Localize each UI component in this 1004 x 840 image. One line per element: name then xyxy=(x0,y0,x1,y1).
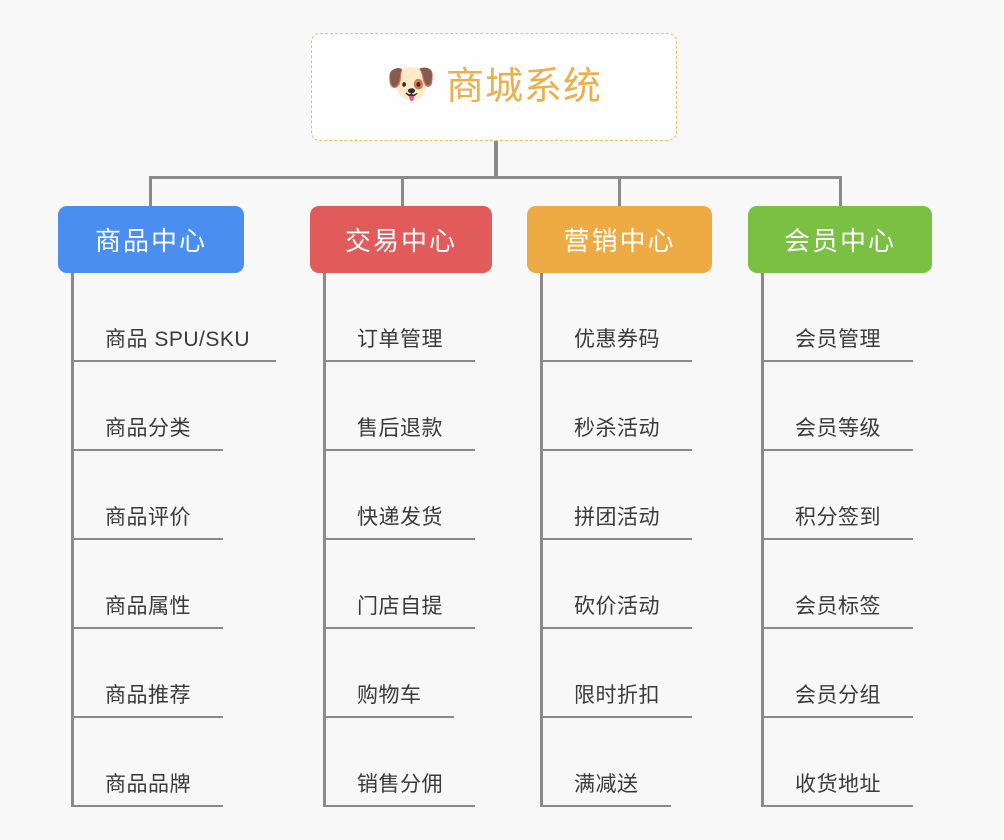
leaf-label: 优惠券码 xyxy=(574,328,660,351)
leaf-rule xyxy=(71,359,276,362)
leaf-rule xyxy=(540,359,692,362)
leaf-label: 限时折扣 xyxy=(574,684,660,707)
leaf-label: 会员管理 xyxy=(795,328,881,351)
leaf-rule xyxy=(540,715,692,718)
leaf-label: 快递发货 xyxy=(357,506,443,529)
leaf-rule xyxy=(323,537,475,540)
trunk-stem xyxy=(494,141,498,178)
leaf-rule xyxy=(323,626,475,629)
leaf-rule xyxy=(761,537,913,540)
column-spine xyxy=(71,273,74,807)
leaf-label: 拼团活动 xyxy=(574,506,660,529)
leaf-label: 销售分佣 xyxy=(357,773,443,796)
column-spine xyxy=(323,273,326,807)
dog-face-icon: 🐶 xyxy=(385,62,436,106)
leaf-label: 商品品牌 xyxy=(105,773,191,796)
leaf-label: 门店自提 xyxy=(357,595,443,618)
leaf-label: 商品属性 xyxy=(105,595,191,618)
leaf-rule xyxy=(540,626,692,629)
leaf-label: 商品 SPU/SKU xyxy=(105,328,251,351)
leaf-rule xyxy=(540,537,692,540)
branch-drop-2 xyxy=(401,176,404,208)
column-spine xyxy=(540,273,543,807)
category-label: 交易中心 xyxy=(344,226,457,256)
category-header-trade-center[interactable]: 交易中心 xyxy=(310,206,492,273)
category-label: 商品中心 xyxy=(94,226,207,256)
leaf-rule xyxy=(71,626,223,629)
leaf-rule xyxy=(323,715,454,718)
leaf-label: 会员标签 xyxy=(795,595,881,618)
category-header-product-center[interactable]: 商品中心 xyxy=(58,206,244,273)
leaf-label: 售后退款 xyxy=(357,417,443,440)
leaf-rule xyxy=(540,448,692,451)
root-title: 商城系统 xyxy=(445,66,602,108)
leaf-label: 砍价活动 xyxy=(574,595,660,618)
leaf-label: 收货地址 xyxy=(795,773,881,796)
leaf-label: 购物车 xyxy=(357,684,422,707)
leaf-rule xyxy=(71,804,223,807)
leaf-label: 商品评价 xyxy=(105,506,191,529)
category-label: 会员中心 xyxy=(783,226,896,256)
leaf-rule xyxy=(71,448,223,451)
branch-drop-1 xyxy=(149,176,152,208)
leaf-rule xyxy=(323,359,475,362)
leaf-rule xyxy=(323,448,475,451)
leaf-label: 商品推荐 xyxy=(105,684,191,707)
root-node[interactable]: 🐶 商城系统 xyxy=(311,33,677,141)
leaf-rule xyxy=(761,804,913,807)
leaf-rule xyxy=(71,537,223,540)
leaf-label: 订单管理 xyxy=(357,328,443,351)
leaf-rule xyxy=(323,804,475,807)
leaf-label: 商品分类 xyxy=(105,417,191,440)
leaf-rule xyxy=(761,626,913,629)
category-label: 营销中心 xyxy=(563,226,676,256)
branch-drop-4 xyxy=(839,176,842,208)
leaf-label: 秒杀活动 xyxy=(574,417,660,440)
leaf-label: 会员等级 xyxy=(795,417,881,440)
leaf-rule xyxy=(71,715,223,718)
leaf-label: 会员分组 xyxy=(795,684,881,707)
leaf-rule xyxy=(761,359,913,362)
column-spine xyxy=(761,273,764,807)
category-header-marketing-center[interactable]: 营销中心 xyxy=(527,206,712,273)
trunk-crossbar xyxy=(149,176,842,179)
leaf-rule xyxy=(761,448,913,451)
leaf-rule xyxy=(761,715,913,718)
leaf-rule xyxy=(540,804,671,807)
leaf-label: 满减送 xyxy=(574,773,639,796)
branch-drop-3 xyxy=(618,176,621,208)
category-header-member-center[interactable]: 会员中心 xyxy=(748,206,932,273)
leaf-label: 积分签到 xyxy=(795,506,881,529)
